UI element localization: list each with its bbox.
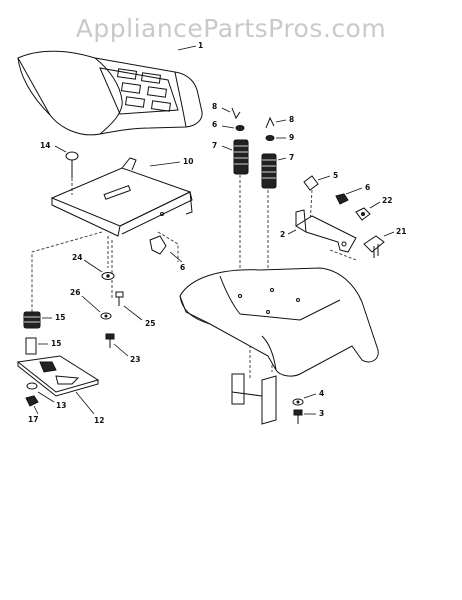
pin-left — [231, 107, 241, 120]
washer-left — [235, 125, 245, 131]
spring-15 — [23, 311, 41, 329]
label-bolt-21: 21 — [396, 227, 406, 236]
spring-top-left — [233, 139, 249, 175]
nut-6 — [335, 193, 349, 205]
washer-13 — [26, 382, 38, 390]
seat — [17, 50, 203, 136]
washer-4 — [292, 398, 304, 406]
knob — [65, 151, 79, 178]
seat-pan — [50, 157, 193, 237]
bolt-25 — [115, 291, 124, 306]
label-bushing-15: 15 — [51, 339, 61, 348]
bracket — [295, 209, 357, 253]
label-washer-right: 9 — [289, 133, 294, 142]
label-washer-4: 4 — [319, 389, 324, 398]
plate-12 — [16, 355, 100, 397]
bolt-3 — [293, 409, 303, 424]
spring-top-right — [261, 153, 277, 189]
label-bolt-25: 25 — [145, 319, 155, 328]
label-nut-6: 6 — [365, 183, 370, 192]
label-bracket: 2 — [280, 230, 285, 239]
label-washer-24: 24 — [72, 253, 82, 262]
label-clip-5: 5 — [333, 171, 338, 180]
label-washer-13: 13 — [56, 401, 66, 410]
clip-5 — [303, 175, 319, 191]
watermark-text: AppliancePartsPros.com — [75, 14, 387, 43]
nut-22 — [355, 207, 371, 221]
label-washer-left: 6 — [212, 120, 217, 129]
washer-24 — [101, 272, 115, 280]
label-pin-right: 8 — [289, 115, 294, 124]
pin-right — [265, 116, 275, 129]
label-nut-17: 17 — [28, 415, 38, 424]
bolt-21 — [363, 235, 385, 258]
label-clip-left: 6 — [180, 263, 185, 272]
bushing-15 — [25, 337, 37, 355]
label-seat-pan: 10 — [183, 157, 193, 166]
label-pin-left: 8 — [212, 102, 217, 111]
washer-right — [265, 135, 275, 141]
label-bolt-3: 3 — [319, 409, 324, 418]
washer-26 — [100, 312, 112, 320]
bolt-23 — [105, 333, 115, 348]
label-nut-22: 22 — [382, 196, 392, 205]
label-washer-26: 26 — [70, 288, 80, 297]
label-bolt-23: 23 — [130, 355, 140, 364]
label-seat: 1 — [198, 41, 203, 50]
label-spring-top-left: 7 — [212, 141, 217, 150]
clip-left — [149, 235, 167, 255]
label-spring-15: 15 — [55, 313, 65, 322]
nut-17 — [25, 395, 39, 407]
label-plate-12: 12 — [94, 416, 104, 425]
frame — [179, 267, 379, 425]
label-knob: 14 — [40, 141, 50, 150]
label-spring-top-right: 7 — [289, 153, 294, 162]
